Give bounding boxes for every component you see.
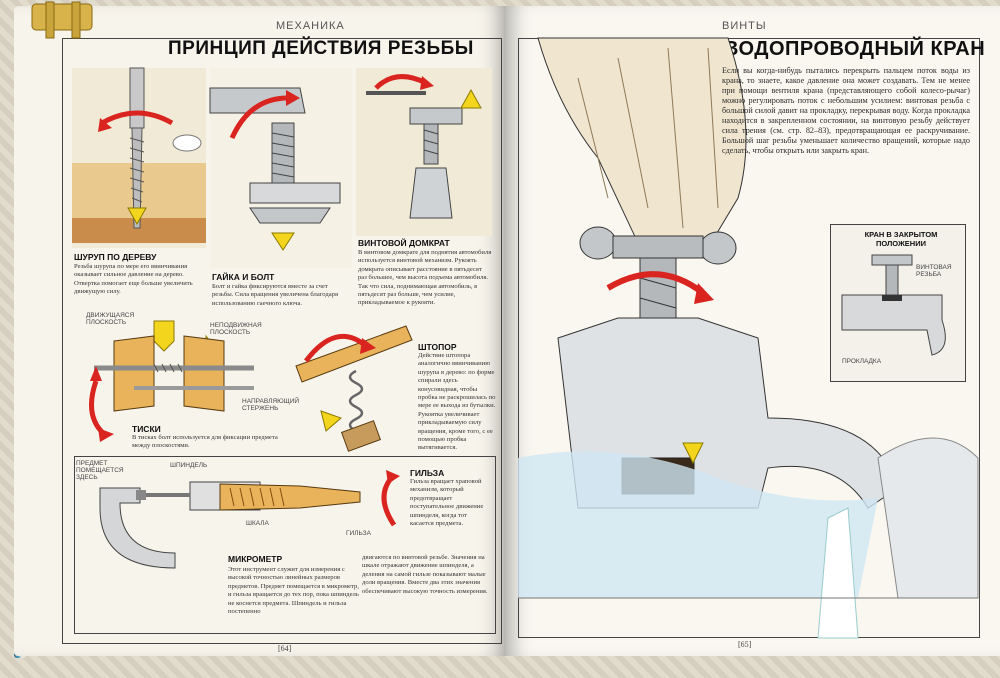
right-page-frame	[518, 38, 980, 638]
micrometer-illustration	[99, 481, 361, 569]
right-page-title: ВОДОПРОВОДНЫЙ КРАН	[724, 38, 986, 60]
open-book: МЕХАНИКА ПРИНЦИП ДЕЙСТВИЯ РЕЗЬБЫ ШУРУП П…	[14, 6, 1000, 668]
corkscrew-caption: ШТОПОР	[418, 342, 457, 352]
jack-text: В винтовом домкрате для поднятия автомоб…	[358, 249, 492, 307]
vise-caption: ТИСКИ	[132, 424, 161, 434]
nut-bolt-text: Болт и гайка фиксируются вместе за счет …	[212, 283, 338, 307]
sleeve-text: Гильза вращает храповой механизм, которы…	[410, 478, 484, 528]
wood-screw-text: Резьба шурупа по мере его ввинчивания ок…	[74, 263, 193, 296]
vise-label-fixed: НЕПОДВИЖНАЯ ПЛОСКОСТЬ	[210, 322, 262, 336]
closed-tap-label-gasket: ПРОКЛАДКА	[842, 358, 882, 365]
micrometer-label-scale: ШКАЛА	[246, 520, 269, 527]
closed-tap-illustration	[841, 254, 946, 356]
vise-label-guide: НАПРАВЛЯЮЩИЙ СТЕРЖЕНЬ	[242, 398, 300, 412]
micrometer-label-spindle: ШПИНДЕЛЬ	[170, 462, 208, 469]
vise-illustration	[89, 320, 254, 442]
wood-screw-caption: ШУРУП ПО ДЕРЕВУ	[74, 252, 157, 262]
left-page-frame	[62, 38, 502, 644]
corkscrew-text: Действие штопора аналогично ввинчиванию …	[418, 352, 496, 452]
right-page-number: [65]	[738, 640, 752, 649]
jack-caption: ВИНТОВОЙ ДОМКРАТ	[358, 238, 450, 248]
corkscrew-illustration	[295, 325, 413, 452]
right-page-body-text: Если вы когда-нибудь пытались перекрыть …	[722, 66, 970, 155]
faucet-illustration	[518, 37, 979, 639]
closed-tap-label-thread: ВИНТОВАЯ РЕЗЬБА	[916, 264, 952, 278]
left-page: МЕХАНИКА ПРИНЦИП ДЕЙСТВИЯ РЕЗЬБЫ ШУРУП П…	[14, 6, 506, 656]
micrometer-text-left: Этот инструмент служит для измерения с в…	[228, 566, 359, 616]
sleeve-rotation-arrow	[381, 470, 400, 527]
wood-screw-illustration	[72, 67, 206, 243]
micrometer-label-sleeve: ГИЛЬЗА	[346, 530, 371, 537]
left-section-label: МЕХАНИКА	[276, 20, 345, 32]
nut-bolt-illustration	[209, 87, 341, 251]
vise-label-moving: ДВИЖУЩАЯСЯ ПЛОСКОСТЬ	[86, 312, 135, 326]
closed-tap-caption: КРАН В ЗАКРЫТОМ ПОЛОЖЕНИИ	[864, 230, 938, 248]
micrometer-text-right: двигаются по винтовой резьбе. Значения н…	[362, 554, 488, 595]
binder-clip	[31, 1, 93, 39]
micrometer-box	[74, 456, 496, 634]
left-page-title: ПРИНЦИП ДЕЙСТВИЯ РЕЗЬБЫ	[168, 38, 474, 59]
right-section-label: ВИНТЫ	[722, 20, 767, 32]
nut-bolt-caption: ГАЙКА И БОЛТ	[212, 272, 275, 282]
right-page: ВИНТЫ ВОДОПРОВОДНЫЙ КРАН Есл	[506, 6, 1000, 656]
micrometer-label-object: ПРЕДМЕТ ПОМЕЩАЕТСЯ ЗДЕСЬ	[76, 460, 124, 481]
screw-jack-illustration	[366, 74, 482, 219]
sleeve-caption: ГИЛЬЗА	[410, 468, 445, 478]
micrometer-caption: МИКРОМЕТР	[228, 554, 283, 564]
left-page-number: [64]	[278, 644, 292, 653]
vise-text: В тисках болт используется для фиксации …	[132, 434, 278, 450]
